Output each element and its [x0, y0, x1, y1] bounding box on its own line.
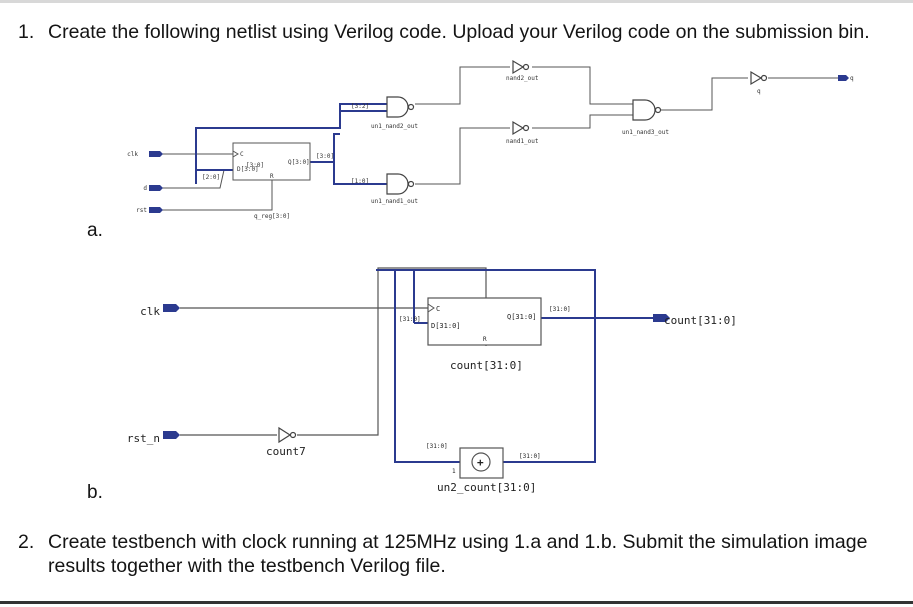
bottom-divider — [0, 601, 913, 604]
reg-a-reset-pin: R — [270, 173, 274, 180]
label-clk-a: clk — [127, 151, 138, 158]
bus-a-d-slice: [3:0] — [246, 162, 264, 169]
label-count-b: count[31:0] — [664, 314, 737, 327]
label-d-a: d — [143, 185, 147, 192]
bus-a-d-in: [2:0] — [202, 174, 220, 181]
adder-name: un2_count[31:0] — [437, 481, 536, 494]
gate-label-nand2: un1_nand2_out — [371, 123, 418, 130]
bus-b-d-in: [31:0] — [399, 316, 421, 323]
label-clk-b: clk — [140, 305, 160, 318]
question-1-number: 1. — [18, 21, 35, 43]
part-b-label: b. — [87, 482, 103, 503]
label-rst-n-b: rst_n — [127, 432, 160, 445]
bus-b-q-out: [31:0] — [549, 306, 571, 313]
gate-label-nand3: un1_nand3_out — [622, 129, 669, 136]
reg-a-clock-pin: C — [240, 151, 244, 158]
adder-plus-icon — [471, 452, 491, 472]
netlist-b: clk rst_n count[31:0] C D[31:0] Q[31:0] … — [127, 267, 737, 494]
question-2-number: 2. — [18, 531, 35, 553]
inverter-count7 — [278, 426, 292, 444]
bus-a-nand1-in: [1:0] — [351, 178, 369, 185]
question-1: 1. Create the following netlist using Ver… — [18, 20, 870, 44]
question-2-line-2: results together with the testbench Veri… — [48, 555, 446, 577]
nand2-gate — [386, 96, 409, 118]
inv-label-nand1: nand1_out — [506, 138, 539, 145]
reg-a-data-pin: D[3:0] — [237, 166, 259, 173]
question-1-text: Create the following netlist using Veril… — [48, 21, 870, 43]
reg-b-out-pin: Q[31:0] — [507, 313, 537, 321]
adder-symbol: + — [477, 456, 484, 469]
port-clk-a — [149, 151, 163, 157]
register-count — [427, 297, 542, 346]
label-rst-a: rst — [136, 207, 147, 214]
inv-label-nand2: nand2_out — [506, 75, 539, 82]
label-q-a: q — [850, 75, 854, 82]
inv-label-q: q — [757, 88, 761, 95]
port-rst-n-b — [163, 431, 180, 439]
register-q-reg — [232, 142, 311, 181]
inverter-name: count7 — [266, 445, 306, 458]
question-2: 2. Create testbench with clock running at… — [18, 530, 903, 578]
reg-b-name: count[31:0] — [450, 359, 523, 372]
reg-b-clock-pin: C — [436, 305, 440, 313]
top-divider — [0, 0, 913, 3]
question-2-line-1: Create testbench with clock running at 1… — [48, 531, 868, 553]
part-a-label: a. — [87, 220, 103, 241]
port-count-b — [653, 314, 670, 322]
port-rst-a — [149, 207, 163, 213]
port-clk-b — [163, 304, 180, 312]
gate-label-nand1: un1_nand1_out — [371, 198, 418, 205]
reg-a-name: q_reg[3:0] — [254, 213, 290, 220]
reg-a-out-pin: Q[3:0] — [288, 159, 310, 166]
port-q-a — [838, 75, 849, 81]
bus-a-nand2-in: [3:2] — [351, 103, 369, 110]
port-d-a — [149, 185, 163, 191]
reg-b-data-pin: D[31:0] — [431, 322, 461, 330]
bus-b-add-out: [31:0] — [519, 453, 541, 460]
nand3-gate — [632, 99, 656, 121]
reg-b-reset-pin: R — [483, 336, 487, 343]
bus-a-q-out: [3:0] — [316, 153, 334, 160]
netlist-a: clk d rst q C D[3:0] Q[3:0] R q_reg[3:0]… — [127, 59, 854, 220]
bus-b-add-cin: 1 — [452, 468, 456, 475]
nand1-gate — [386, 173, 409, 195]
bus-b-add-in: [31:0] — [426, 443, 448, 450]
